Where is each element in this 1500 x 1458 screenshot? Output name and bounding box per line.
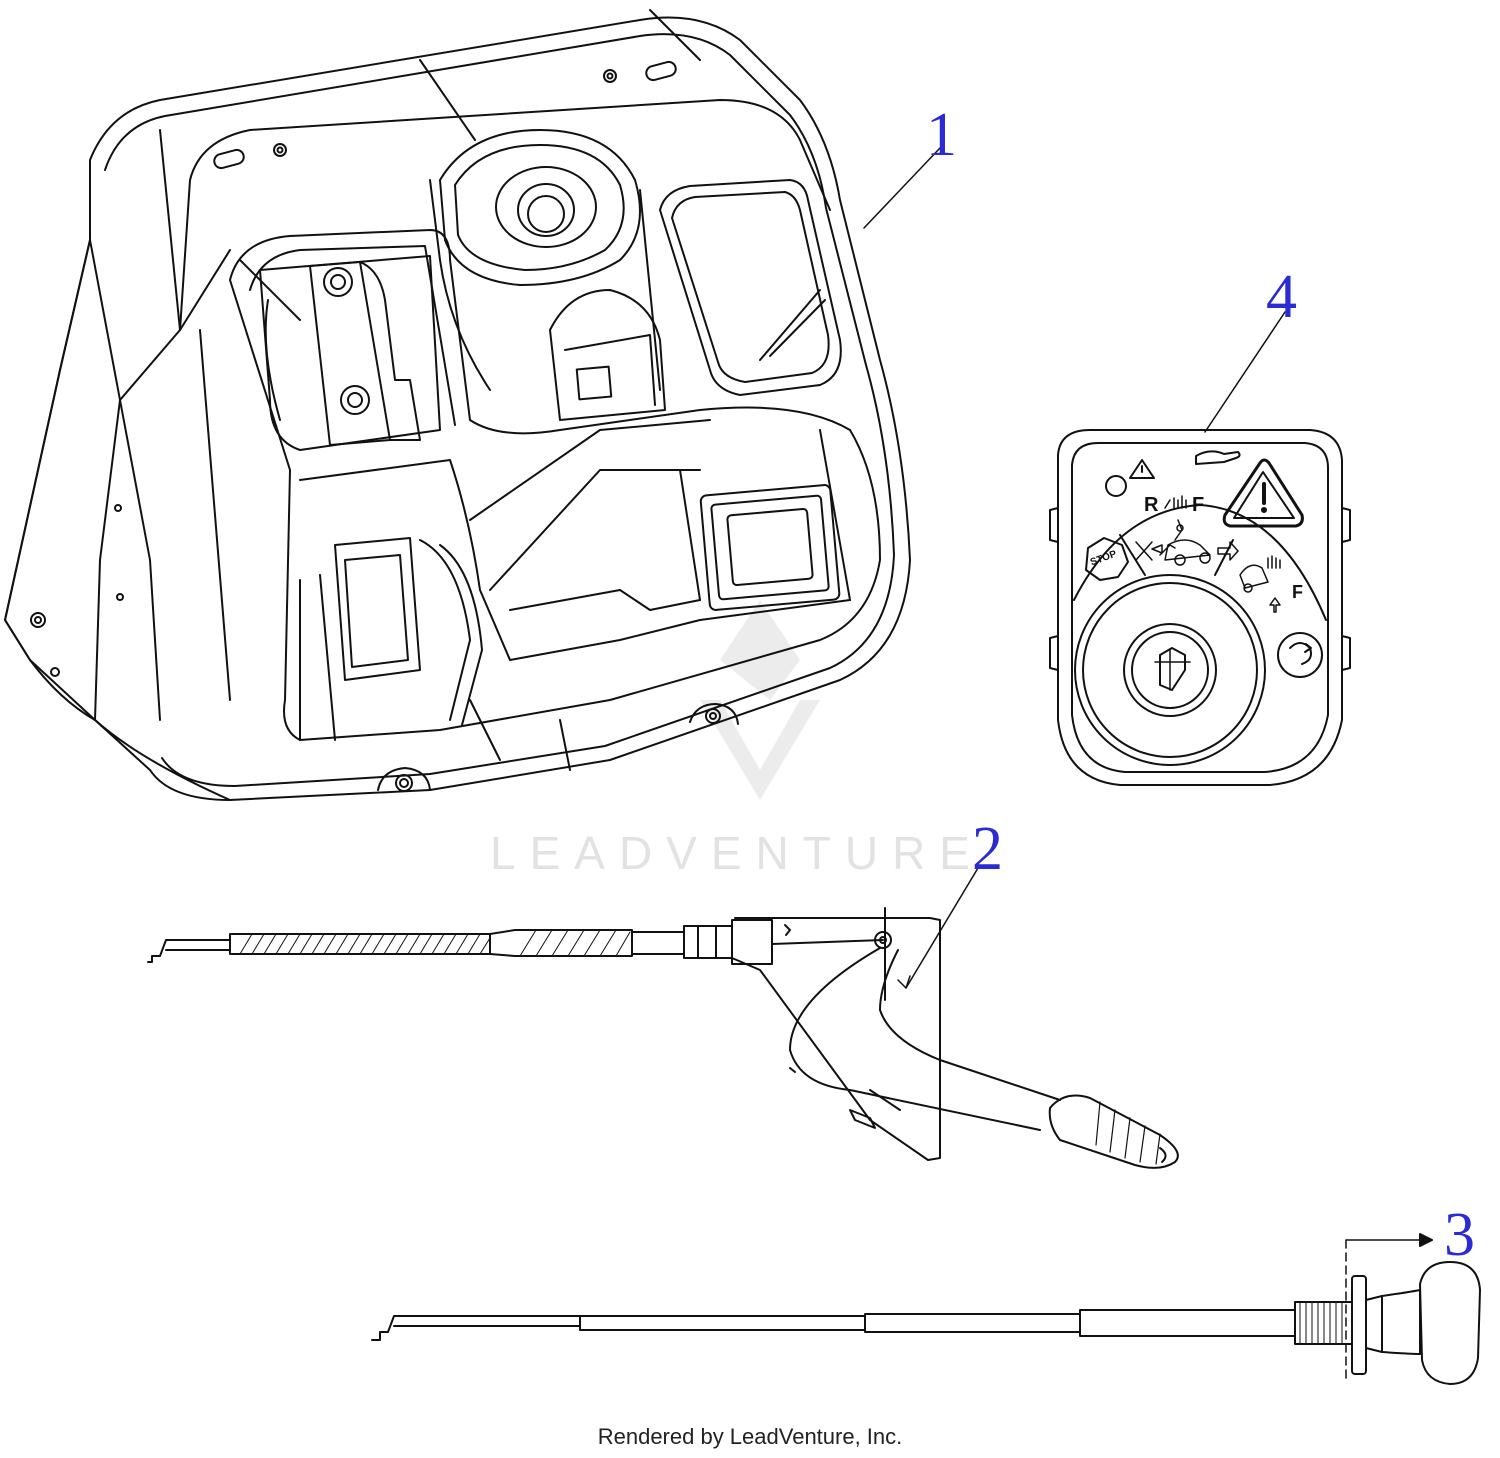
callout-2[interactable]: 2 [972,815,1003,883]
callout-3[interactable]: 3 [1444,1201,1475,1269]
rotate-arrow-icon [1277,632,1323,678]
operator-icon [1135,519,1281,613]
footer-credit: Rendered by LeadVenture, Inc. [597,1424,903,1449]
warning-triangle-icon [1129,459,1155,479]
callout-1-leader [863,147,941,229]
decal-reverse-label: R [1144,494,1159,516]
callout-4-leader [1204,311,1286,433]
watermark-logo-icon [700,600,820,800]
pedal-cable-assembly-drawing [147,907,1179,1169]
dash-console-drawing [4,9,911,801]
watermark-text: LEADVENTURE [490,827,984,879]
ignition-switch-panel-drawing [1049,429,1351,786]
callout-1[interactable]: 1 [926,101,957,169]
decal-forward-label-2: F [1292,582,1303,602]
decal-forward-label: F [1192,494,1205,516]
warning-triangle-icon [1222,458,1304,528]
hand-icon [1195,450,1241,465]
stop-octagon-icon [1085,537,1129,581]
callout-4[interactable]: 4 [1266,263,1297,331]
callout-2-leader [905,867,979,989]
choke-cable-drawing [371,1233,1481,1385]
